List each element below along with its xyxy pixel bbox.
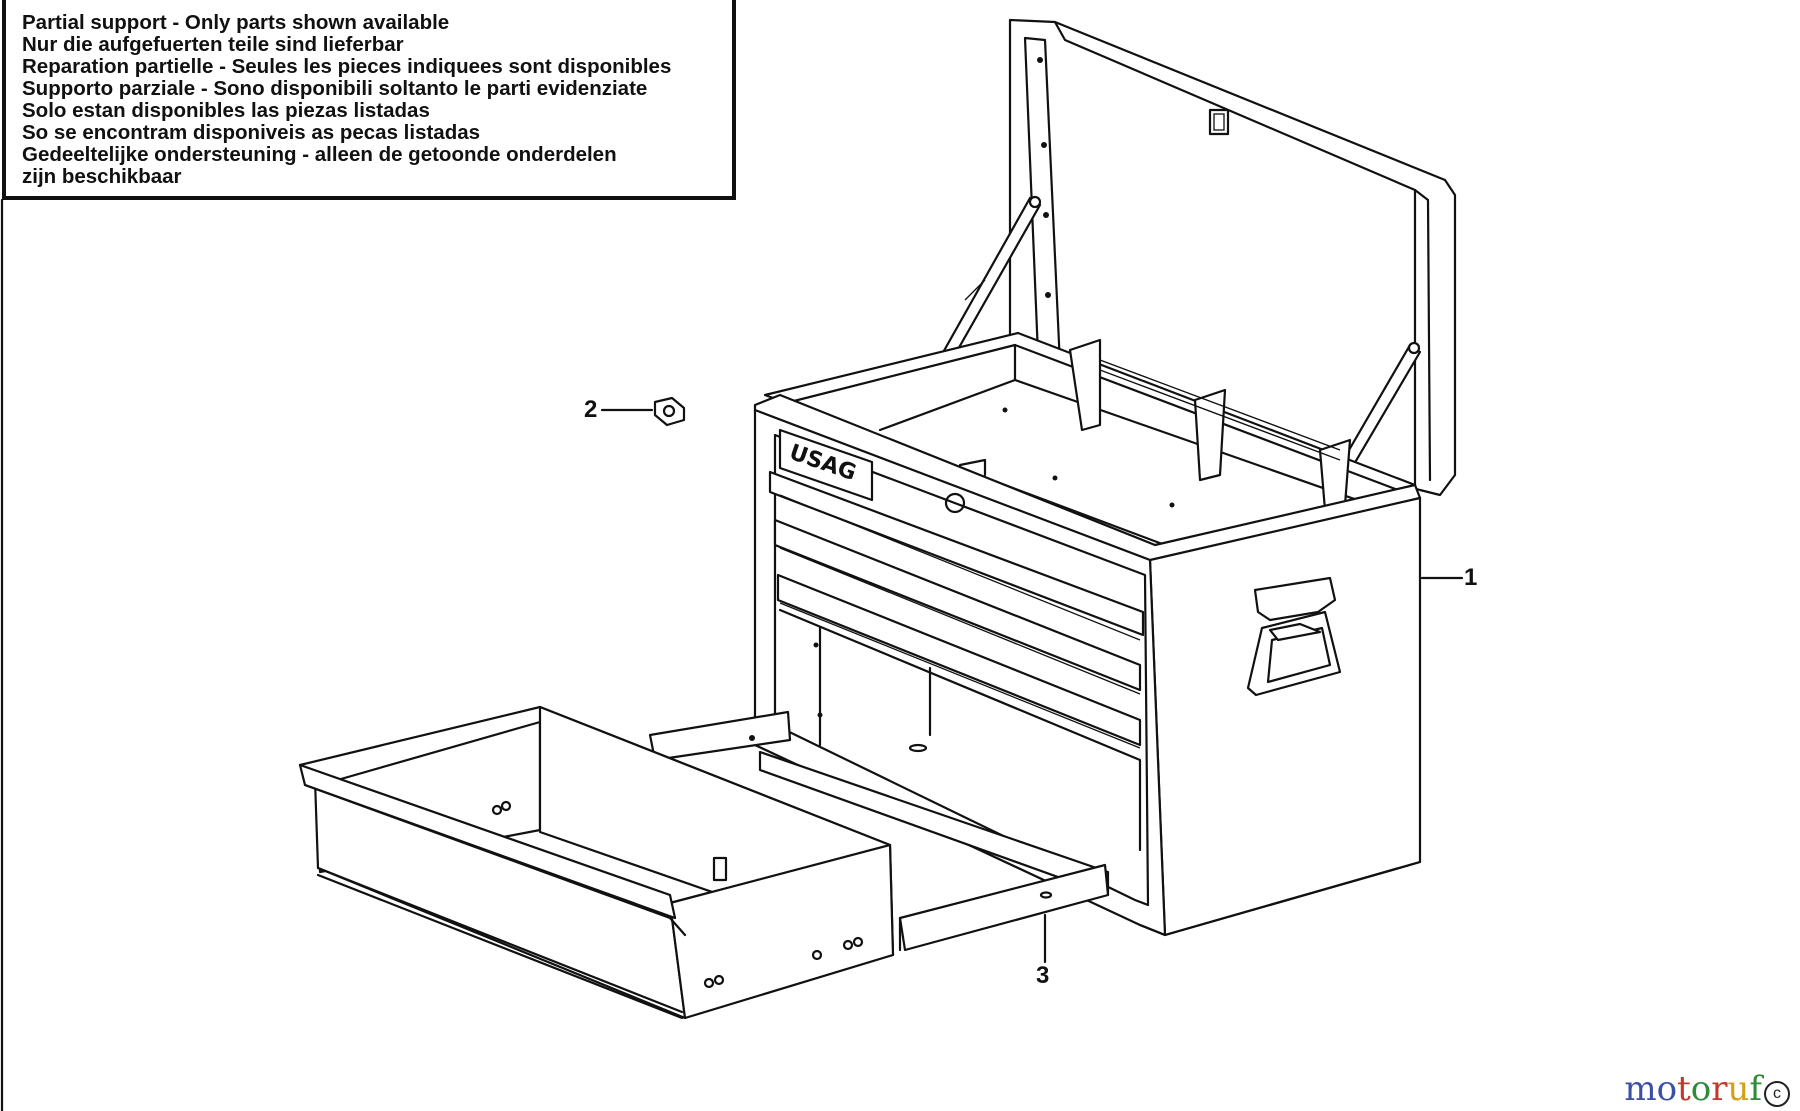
motoruf-watermark: motoruf [1624,1069,1762,1109]
side-handle [1246,576,1342,697]
nut-part [653,396,686,427]
drawer-runner [648,710,1110,952]
watermark-letter: o [1656,1069,1678,1109]
watermark-letter: o [1690,1069,1712,1109]
notice-line-de: Nur die aufgefuerten teile sind lieferba… [22,33,404,56]
notice-line-it: Supporto parziale - Sono disponibili sol… [22,77,648,100]
watermark-letter: f [1749,1069,1762,1109]
chest-body: USAG [753,393,1422,937]
watermark-letter: t [1677,1069,1691,1109]
removed-drawer [298,705,895,1020]
notice-line-pt: So se encontram disponiveis as pecas lis… [22,121,481,144]
copyright-icon: c [1764,1081,1790,1107]
callout-part-3: 3 [1036,962,1050,989]
watermark-letter: u [1727,1069,1750,1109]
callout-part-2: 2 [584,396,598,423]
availability-notice-box: Partial support - Only parts shown avail… [2,0,736,200]
notice-line-nl-cont: zijn beschikbaar [22,165,182,188]
watermark-letter: r [1711,1069,1728,1109]
callout-part-1: 1 [1464,564,1478,591]
notice-line-fr: Reparation partielle - Seules les pieces… [22,55,672,78]
watermark-letter: m [1624,1069,1657,1109]
notice-line-es: Solo estan disponibles las piezas listad… [22,99,430,122]
notice-line-nl: Gedeeltelijke ondersteuning - alleen de … [22,143,617,166]
notice-line-en: Partial support - Only parts shown avail… [22,11,450,34]
